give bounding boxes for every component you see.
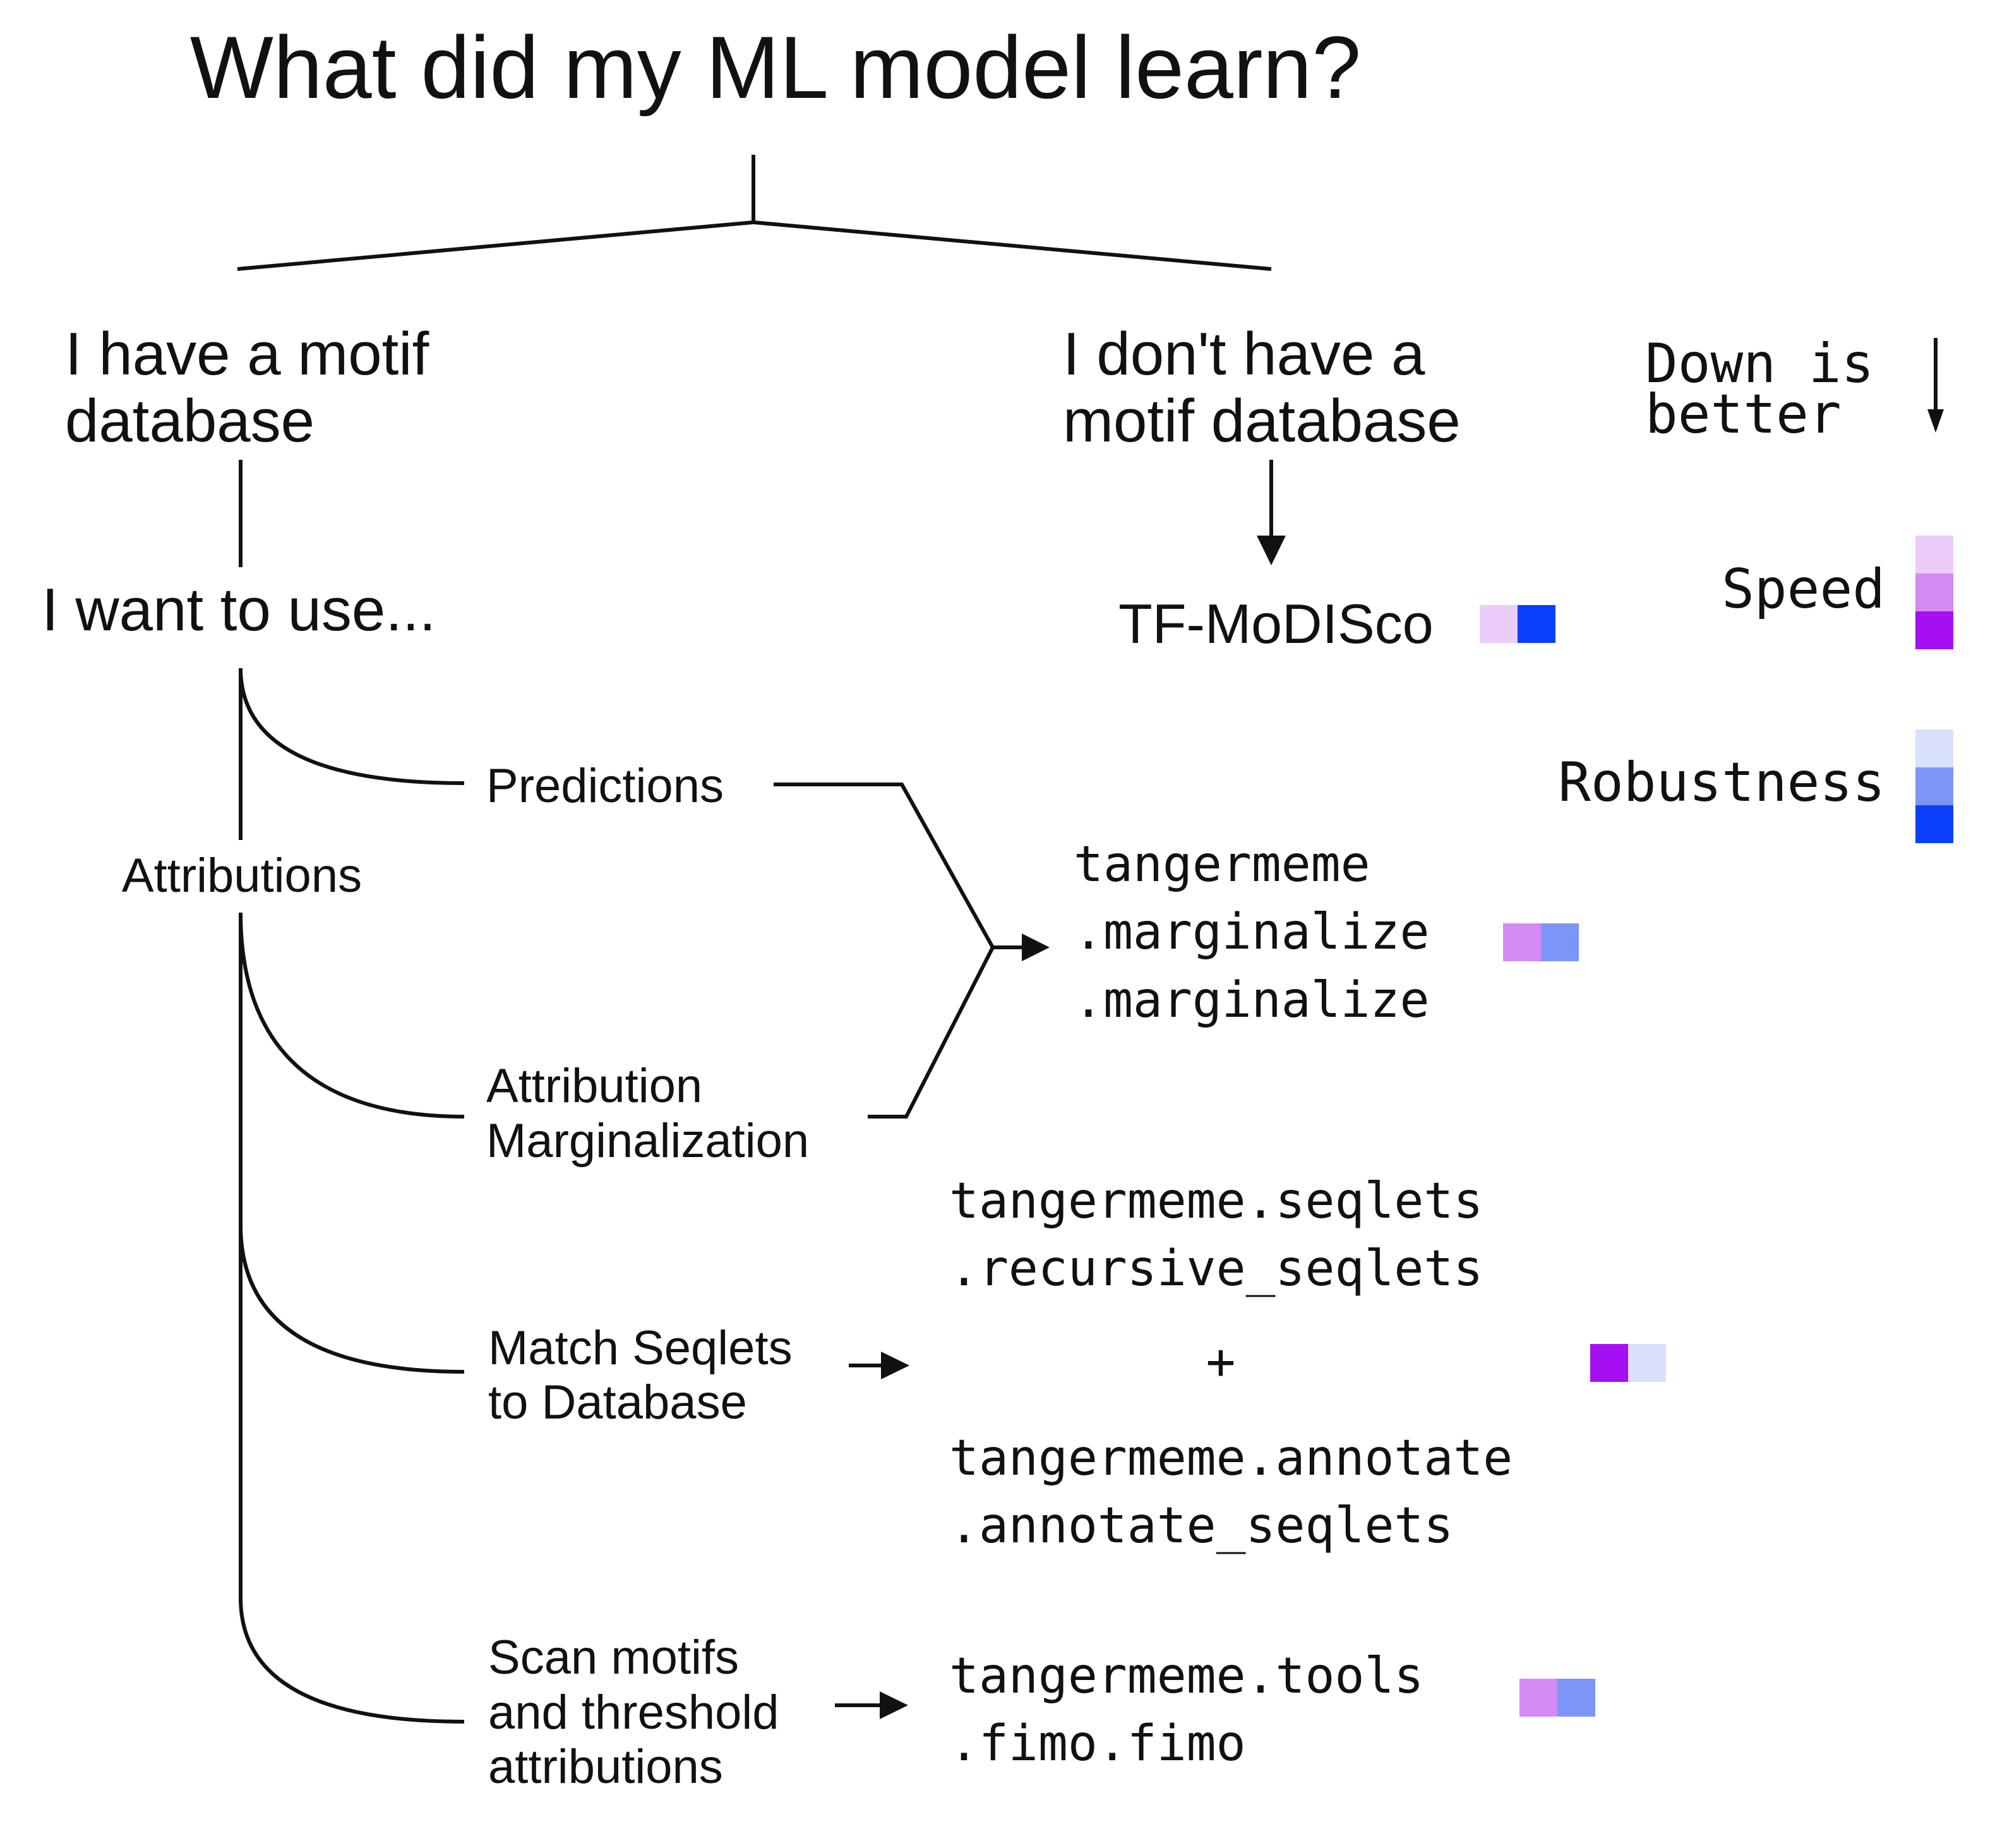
right-branch-label-line1: I don't have a (1063, 320, 1425, 388)
left-branch-label-line1: I have a motif (65, 320, 429, 388)
tool-seqlets-line2: .recursive_seqlets (949, 1240, 1483, 1297)
left-branch-label-line2: database (65, 387, 315, 455)
option-match-seqlets-line1: Match Seqlets (488, 1321, 793, 1375)
legend-robustness-swatch-3 (1915, 805, 1953, 843)
tool-fimo-line1: tangermeme.tools (949, 1648, 1423, 1705)
tool-seqlets-line1: tangermeme.seqlets (949, 1173, 1483, 1230)
seqlets-robustness-swatch (1628, 1344, 1666, 1382)
merge-connector (774, 783, 1050, 1119)
option-attribution-marginalization-line1: Attribution (486, 1059, 702, 1113)
marginalization-branch-curve (239, 912, 465, 1119)
legend-robustness-label: Robustness (1558, 751, 1885, 814)
tool-marginalize-line1: tangermeme (1074, 836, 1370, 893)
option-predictions: Predictions (486, 759, 724, 813)
predictions-branch-curve (239, 668, 465, 785)
legend-speed-swatch-3 (1915, 611, 1953, 649)
legend-down-arrow-icon (1927, 338, 1944, 433)
tool-marginalize-line3: .marginalize (1074, 972, 1430, 1029)
seqlets-speed-swatch (1590, 1344, 1628, 1382)
option-match-seqlets-line2: to Database (488, 1376, 747, 1429)
tool-marginalize-line2: .marginalize (1074, 904, 1430, 961)
option-attribution-marginalization: Attribution Marginalization (486, 1059, 809, 1168)
legend-speed-swatch-2 (1915, 573, 1953, 611)
top-split-connector (237, 155, 1272, 271)
legend-robustness-swatch-2 (1915, 767, 1953, 805)
attributions-label: Attributions (122, 849, 362, 903)
option-scan-motifs: Scan motifs and threshold attributions (488, 1631, 779, 1794)
fimo-arrow (835, 1691, 908, 1719)
legend-note-line1: Down is (1645, 332, 1874, 395)
fimo-branch-curve (239, 1597, 465, 1724)
tool-seqlets-plus: + (1206, 1334, 1236, 1391)
option-scan-motifs-line2: and threshold (488, 1686, 779, 1739)
right-branch-arrow (1257, 460, 1286, 565)
legend-speed-swatch-1 (1915, 536, 1953, 573)
tool-fimo-line2: .fimo.fimo (949, 1715, 1246, 1772)
legend-robustness-swatch-1 (1915, 729, 1953, 767)
diagram-title: What did my ML model learn? (190, 18, 1361, 117)
option-scan-motifs-line3: attributions (488, 1740, 723, 1794)
legend-note-line2: better (1645, 383, 1842, 446)
option-match-seqlets: Match Seqlets to Database (488, 1321, 793, 1429)
fimo-speed-swatch (1519, 1679, 1557, 1717)
option-scan-motifs-line1: Scan motifs (488, 1631, 739, 1684)
legend-speed-label: Speed (1722, 558, 1885, 621)
tool-tfmodisco: TF-MoDISco (1118, 592, 1434, 655)
option-attribution-marginalization-line2: Marginalization (486, 1114, 809, 1168)
question-label: I want to use... (42, 576, 436, 644)
seqlets-arrow (849, 1352, 909, 1379)
legend: Down is better Speed Robustness (1558, 332, 1953, 843)
marginalize-robustness-swatch (1541, 923, 1579, 961)
tool-fimo: tangermeme.tools .fimo.fimo (949, 1648, 1423, 1772)
tool-seqlets: tangermeme.seqlets .recursive_seqlets + … (949, 1173, 1513, 1554)
tfmodisco-speed-swatch (1480, 605, 1518, 643)
tfmodisco-robustness-swatch (1518, 605, 1555, 643)
right-branch-label-line2: motif database (1063, 387, 1461, 455)
left-branch-label: I have a motif database (65, 320, 429, 455)
marginalize-speed-swatch (1503, 923, 1541, 961)
tool-seqlets-line3: tangermeme.annotate (949, 1430, 1513, 1487)
right-branch-label: I don't have a motif database (1063, 320, 1461, 455)
tool-marginalize: tangermeme .marginalize .marginalize (1074, 836, 1430, 1029)
fimo-robustness-swatch (1557, 1679, 1595, 1717)
seqlets-branch-curve (239, 1225, 465, 1374)
tool-seqlets-line4: .annotate_seqlets (949, 1497, 1453, 1554)
